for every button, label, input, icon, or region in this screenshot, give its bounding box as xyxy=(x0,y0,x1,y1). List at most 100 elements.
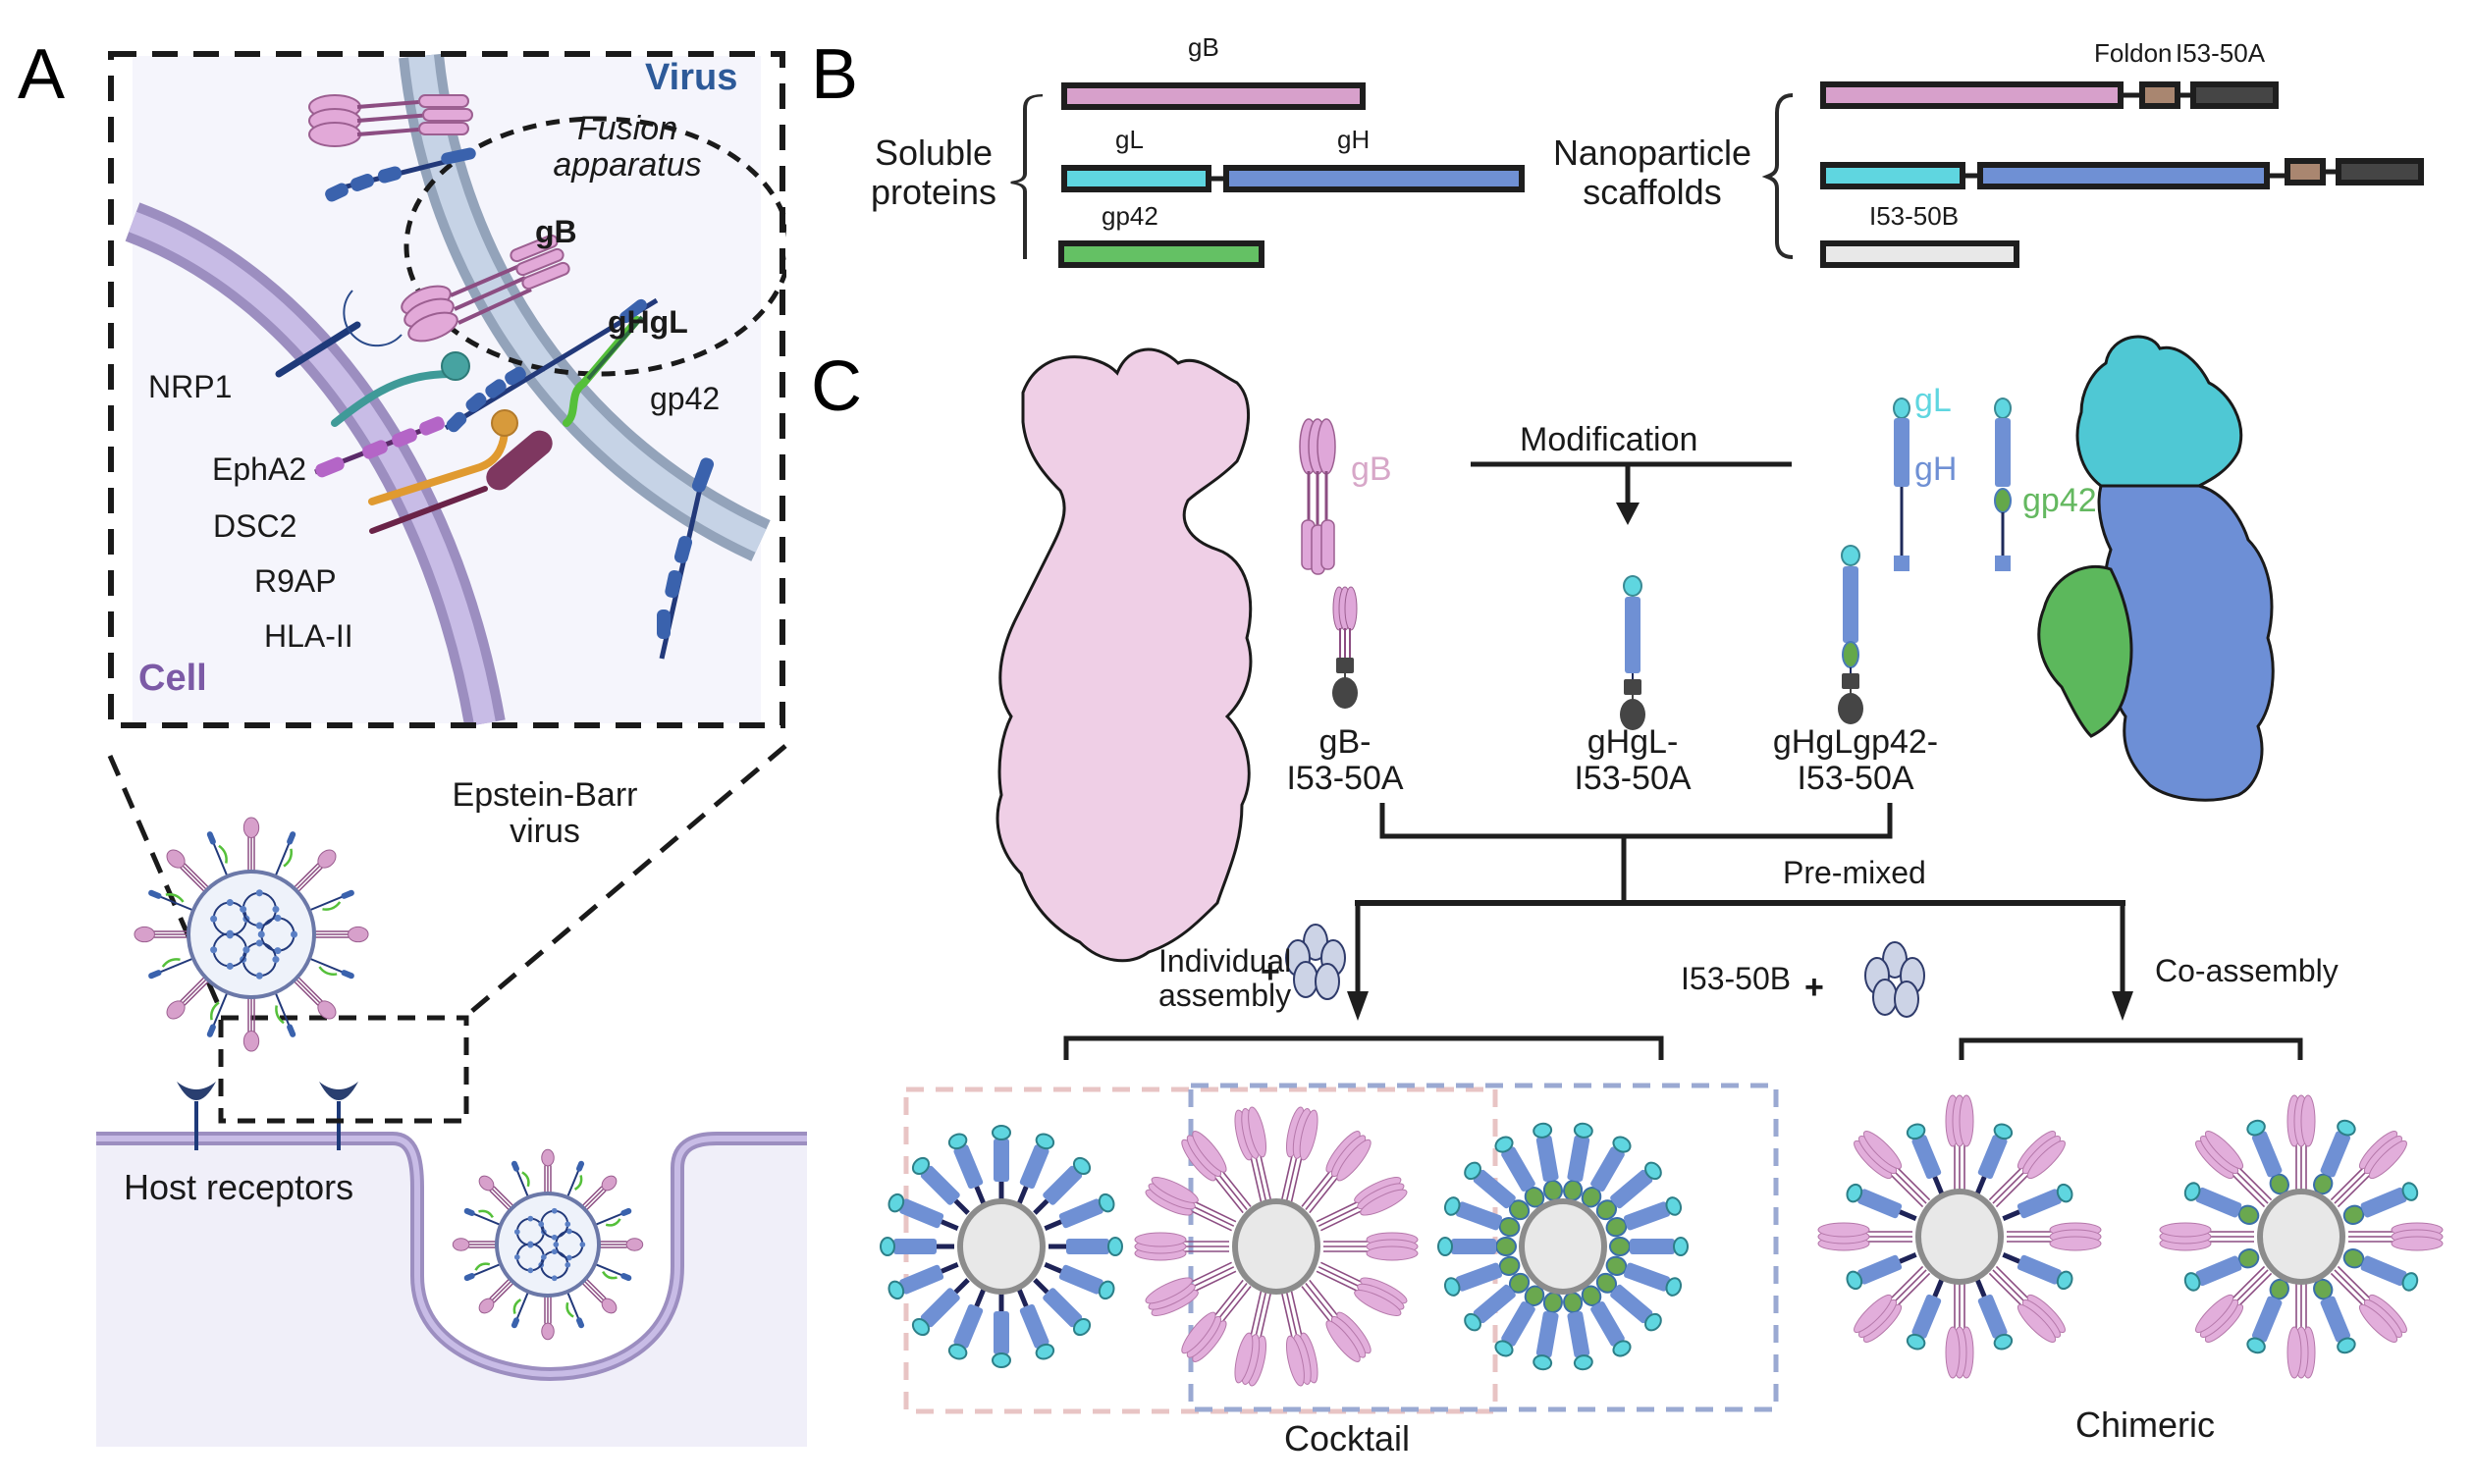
ghgl-spike xyxy=(887,1192,959,1231)
host-receptor-1 xyxy=(177,1082,216,1150)
fusion-label-line2: apparatus xyxy=(553,146,702,185)
gp42-glycoprotein xyxy=(563,315,644,427)
construct-label-ghglgp42-i53-50a: gHgLgp42- I53-50A xyxy=(1757,723,1954,798)
soluble-brace xyxy=(1010,94,1044,260)
virion-genome-bead xyxy=(551,1275,558,1282)
virion-spike xyxy=(134,926,188,943)
gb-spike xyxy=(1945,1094,1974,1190)
ghgl-lower-glycoprotein xyxy=(657,457,715,660)
scaffold-i53-50a-bar xyxy=(2190,81,2279,109)
ghgl-spike xyxy=(1044,1192,1115,1231)
individual-label-line2: assembly xyxy=(1158,978,1292,1014)
virion-genome-bead xyxy=(527,1242,534,1248)
soluble-gp42-bar xyxy=(1058,240,1264,268)
virion-spike xyxy=(478,1278,514,1314)
cell-body xyxy=(96,1139,807,1447)
ghglgp42-spike xyxy=(1609,1237,1689,1256)
scaffold-gl-bar xyxy=(1820,162,1965,189)
gb-top-glycoprotein xyxy=(308,94,473,147)
virion-genome-bead xyxy=(513,1229,520,1236)
virion-genome-bead xyxy=(274,914,282,922)
virion-genome-bead xyxy=(527,1215,534,1222)
nanoparticle-chimeric-gb-ghgl xyxy=(1817,1094,2102,1379)
panel-b-diagram: Soluble proteins gB gL gH gp42 Nanoparti… xyxy=(805,0,2474,294)
fusion-apparatus-label: Fusion apparatus xyxy=(519,110,735,185)
soluble-gh-label: gH xyxy=(1337,125,1371,154)
ghgl-spike xyxy=(1846,1252,1917,1291)
ghglgp42-cartoon-icon xyxy=(1994,398,2012,571)
ghgl-spike xyxy=(2002,1183,2073,1221)
receptor-label-epha2: EphA2 xyxy=(212,451,307,487)
constructs-bracket xyxy=(1379,803,1893,839)
virion-genome-bead xyxy=(274,947,282,955)
construct-label-ghgl-i53-50a: gHgL- I53-50A xyxy=(1554,723,1711,798)
ghglgp42-spike xyxy=(1443,1255,1521,1297)
virion-spike xyxy=(206,831,229,877)
ghgl-spike xyxy=(992,1125,1011,1199)
soluble-gb-bar xyxy=(1061,82,1366,110)
nanoparticle-core xyxy=(1232,1198,1320,1295)
panel-a-letter: A xyxy=(18,35,66,114)
gb-surface-structure xyxy=(995,347,1253,963)
ghglgp42-spike xyxy=(1494,1285,1545,1357)
virion-spike xyxy=(166,976,210,1020)
gb-spike xyxy=(1234,1106,1271,1202)
ghglgp42-spike xyxy=(1533,1122,1563,1201)
i53-50b-pentamer-icon-right xyxy=(1864,941,1925,1018)
virion-genome-bead xyxy=(272,956,280,964)
virion-spike xyxy=(594,1207,632,1227)
ebv-virion-internalized xyxy=(452,1148,644,1341)
virion-genome-bead xyxy=(551,1248,558,1255)
ghgl-spike xyxy=(1906,1279,1944,1351)
gb-spike xyxy=(1945,1284,1974,1379)
chimeric-bracket xyxy=(1959,1037,2303,1060)
virion-genome-bead xyxy=(272,905,280,913)
panel-c-letter: C xyxy=(811,347,862,426)
ghglgp42-spike xyxy=(1563,1292,1593,1371)
scaffold-i53-50a-bar-2 xyxy=(2336,158,2424,186)
i53-50b-bar-label: I53-50B xyxy=(1869,201,1960,231)
cell-label: Cell xyxy=(138,658,207,699)
premixed-label: Pre-mixed xyxy=(1783,855,1926,890)
virion-spike xyxy=(594,1262,632,1282)
ghgl-spike xyxy=(880,1237,954,1256)
ghglgp42-spike xyxy=(1443,1196,1521,1238)
chimeric-label: Chimeric xyxy=(2075,1404,2216,1445)
ghglgp42-spike xyxy=(1595,1272,1662,1332)
gb-spike xyxy=(1817,1222,1912,1251)
virion-spike xyxy=(242,817,260,872)
panel-a-inset: Virus Cell Fusion apparatus gB gHgL gp42… xyxy=(107,50,786,729)
receptor-label-r9ap: R9AP xyxy=(254,563,337,599)
scaffold-gh-bar xyxy=(1977,162,2270,189)
gb-spike xyxy=(1134,1232,1229,1261)
ghgl-spike xyxy=(1049,1237,1123,1256)
ghgl-spike xyxy=(2002,1252,2073,1291)
scaffold-foldon-bar xyxy=(2139,81,2180,109)
soluble-gl-label: gL xyxy=(1115,125,1144,154)
i53-50b-pentamer-icon-left xyxy=(1285,924,1346,1000)
construct-label-line1: gHgL- xyxy=(1587,723,1679,761)
virion-genome-bead xyxy=(553,1242,560,1247)
virion-genome-bead xyxy=(255,972,263,980)
gb-spike xyxy=(2195,1131,2273,1208)
virion-spike xyxy=(599,1238,644,1251)
virion-spike xyxy=(308,957,354,980)
construct-label-line2: I53-50A xyxy=(1574,760,1692,798)
ghgl-spike xyxy=(1975,1279,2014,1351)
cocktail-bracket xyxy=(1063,1035,1664,1060)
gb-spike xyxy=(2195,1265,2273,1343)
virion-spike xyxy=(148,889,194,912)
virion-genome-bead xyxy=(226,962,234,970)
i53-50b-label: I53-50B xyxy=(1681,961,1792,996)
virion-spike xyxy=(274,831,296,877)
soluble-label-line1: Soluble xyxy=(874,132,994,173)
modification-label: Modification xyxy=(1520,421,1698,458)
virion-spike xyxy=(541,1148,555,1193)
host-receptors-label: Host receptors xyxy=(124,1167,354,1207)
gb-spike xyxy=(1301,1279,1371,1362)
soluble-gb-label: gB xyxy=(1188,32,1219,62)
cocktail-label: Cocktail xyxy=(1284,1418,1411,1458)
nanoparticle-ghgl xyxy=(880,1125,1123,1368)
host-receptor-2 xyxy=(319,1082,358,1150)
gb-spike xyxy=(1181,1279,1252,1362)
